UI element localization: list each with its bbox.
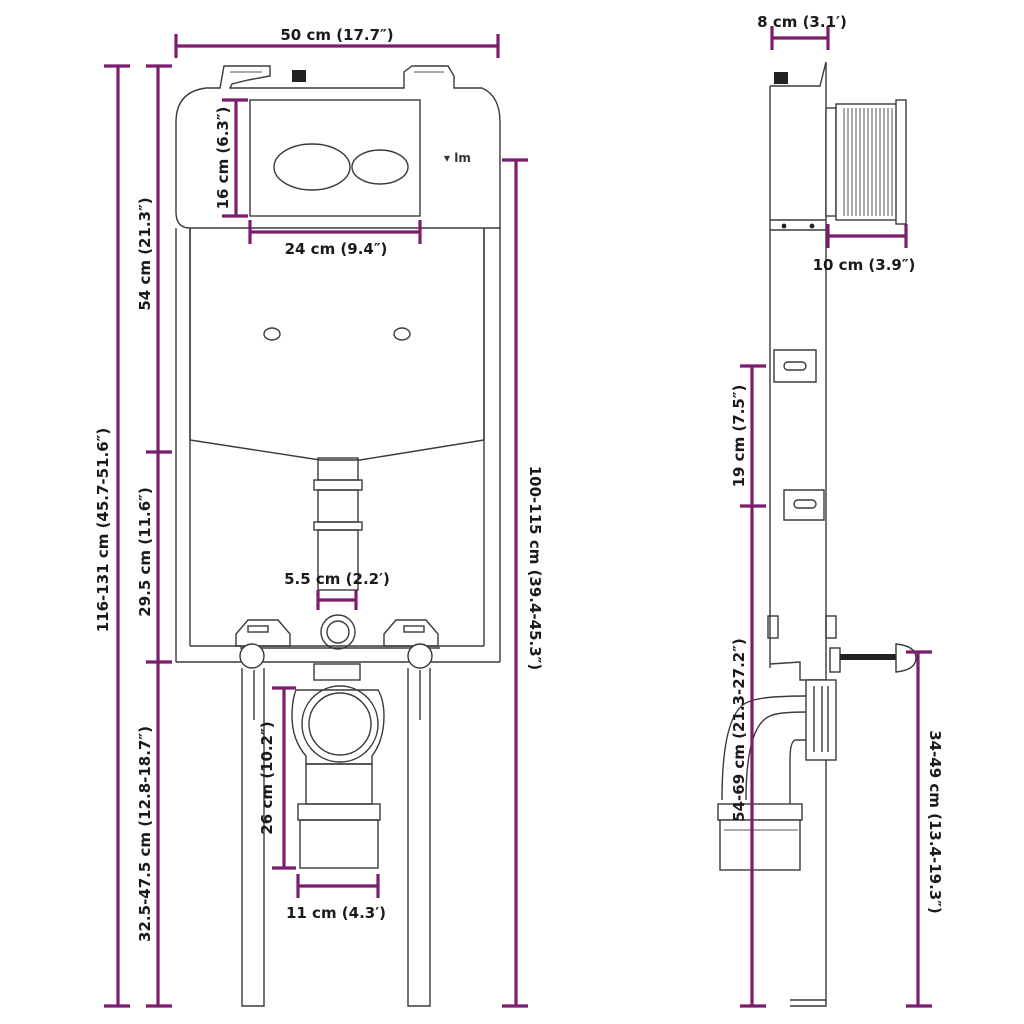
cistern-connector bbox=[825, 99, 907, 225]
drain-elbow bbox=[291, 663, 385, 869]
side-frame bbox=[769, 61, 827, 1007]
depth-label: 8 cm (3.1′) bbox=[757, 13, 847, 31]
mount-hole-right bbox=[393, 327, 411, 341]
flush-pipe bbox=[313, 457, 363, 650]
bracket-right bbox=[383, 619, 439, 647]
plate-height-label: 16 cm (6.3″) bbox=[214, 107, 232, 210]
width-label: 50 cm (17.7″) bbox=[280, 26, 393, 44]
leg-height-label: 32.5-47.5 cm (12.8-18.7″) bbox=[136, 726, 154, 942]
upper-height-label: 54 cm (21.3″) bbox=[136, 197, 154, 310]
drain-height-label: 26 cm (10.2″) bbox=[258, 721, 276, 834]
cistern-depth-label: 10 cm (3.9″) bbox=[813, 256, 916, 274]
flush-pipe-diameter-label: 5.5 cm (2.2′) bbox=[284, 570, 390, 588]
side-view: 8 cm (3.1′) 10 cm (3.9″) 19 cm (7.5″) 54… bbox=[717, 13, 944, 1008]
mounting-bolt bbox=[829, 643, 917, 673]
cistern-lower bbox=[189, 228, 485, 461]
mid-height-label: 29.5 cm (11.6″) bbox=[136, 487, 154, 616]
mount-hole-left bbox=[263, 327, 281, 341]
plate-width-label: 24 cm (9.4″) bbox=[285, 240, 388, 258]
flush-button-small bbox=[351, 149, 409, 185]
cistern-body bbox=[175, 65, 501, 229]
bolt-height-label: 34-49 cm (13.4-19.3″) bbox=[926, 730, 944, 914]
drain-offset-label: 54-69 cm (21.3-27.2″) bbox=[730, 638, 748, 822]
bottom-crossbar bbox=[176, 645, 500, 663]
frame-left-rail bbox=[175, 228, 191, 662]
brand-logo: ▾ lm bbox=[444, 151, 471, 165]
flush-button-large bbox=[273, 143, 351, 191]
flush-plate bbox=[249, 99, 421, 217]
side-dimensions bbox=[740, 26, 932, 1008]
bracket-spacing-label: 19 cm (7.5″) bbox=[730, 385, 748, 488]
frame-height-label: 100-115 cm (39.4-45.3″) bbox=[526, 466, 544, 670]
side-drain-pipe bbox=[717, 679, 837, 871]
leg-right bbox=[407, 668, 431, 1007]
frame-right-rail bbox=[483, 228, 501, 662]
front-view: ▾ lm bbox=[94, 26, 544, 1008]
front-dimensions bbox=[104, 34, 528, 1008]
drain-width-label: 11 cm (4.3′) bbox=[286, 904, 386, 922]
leg-left bbox=[241, 668, 265, 1007]
bracket-left bbox=[235, 619, 291, 647]
side-bracket-lower bbox=[783, 489, 825, 521]
side-bracket-upper bbox=[773, 349, 817, 383]
total-height-label: 116-131 cm (45.7-51.6″) bbox=[94, 428, 112, 632]
top-connector bbox=[292, 70, 306, 82]
